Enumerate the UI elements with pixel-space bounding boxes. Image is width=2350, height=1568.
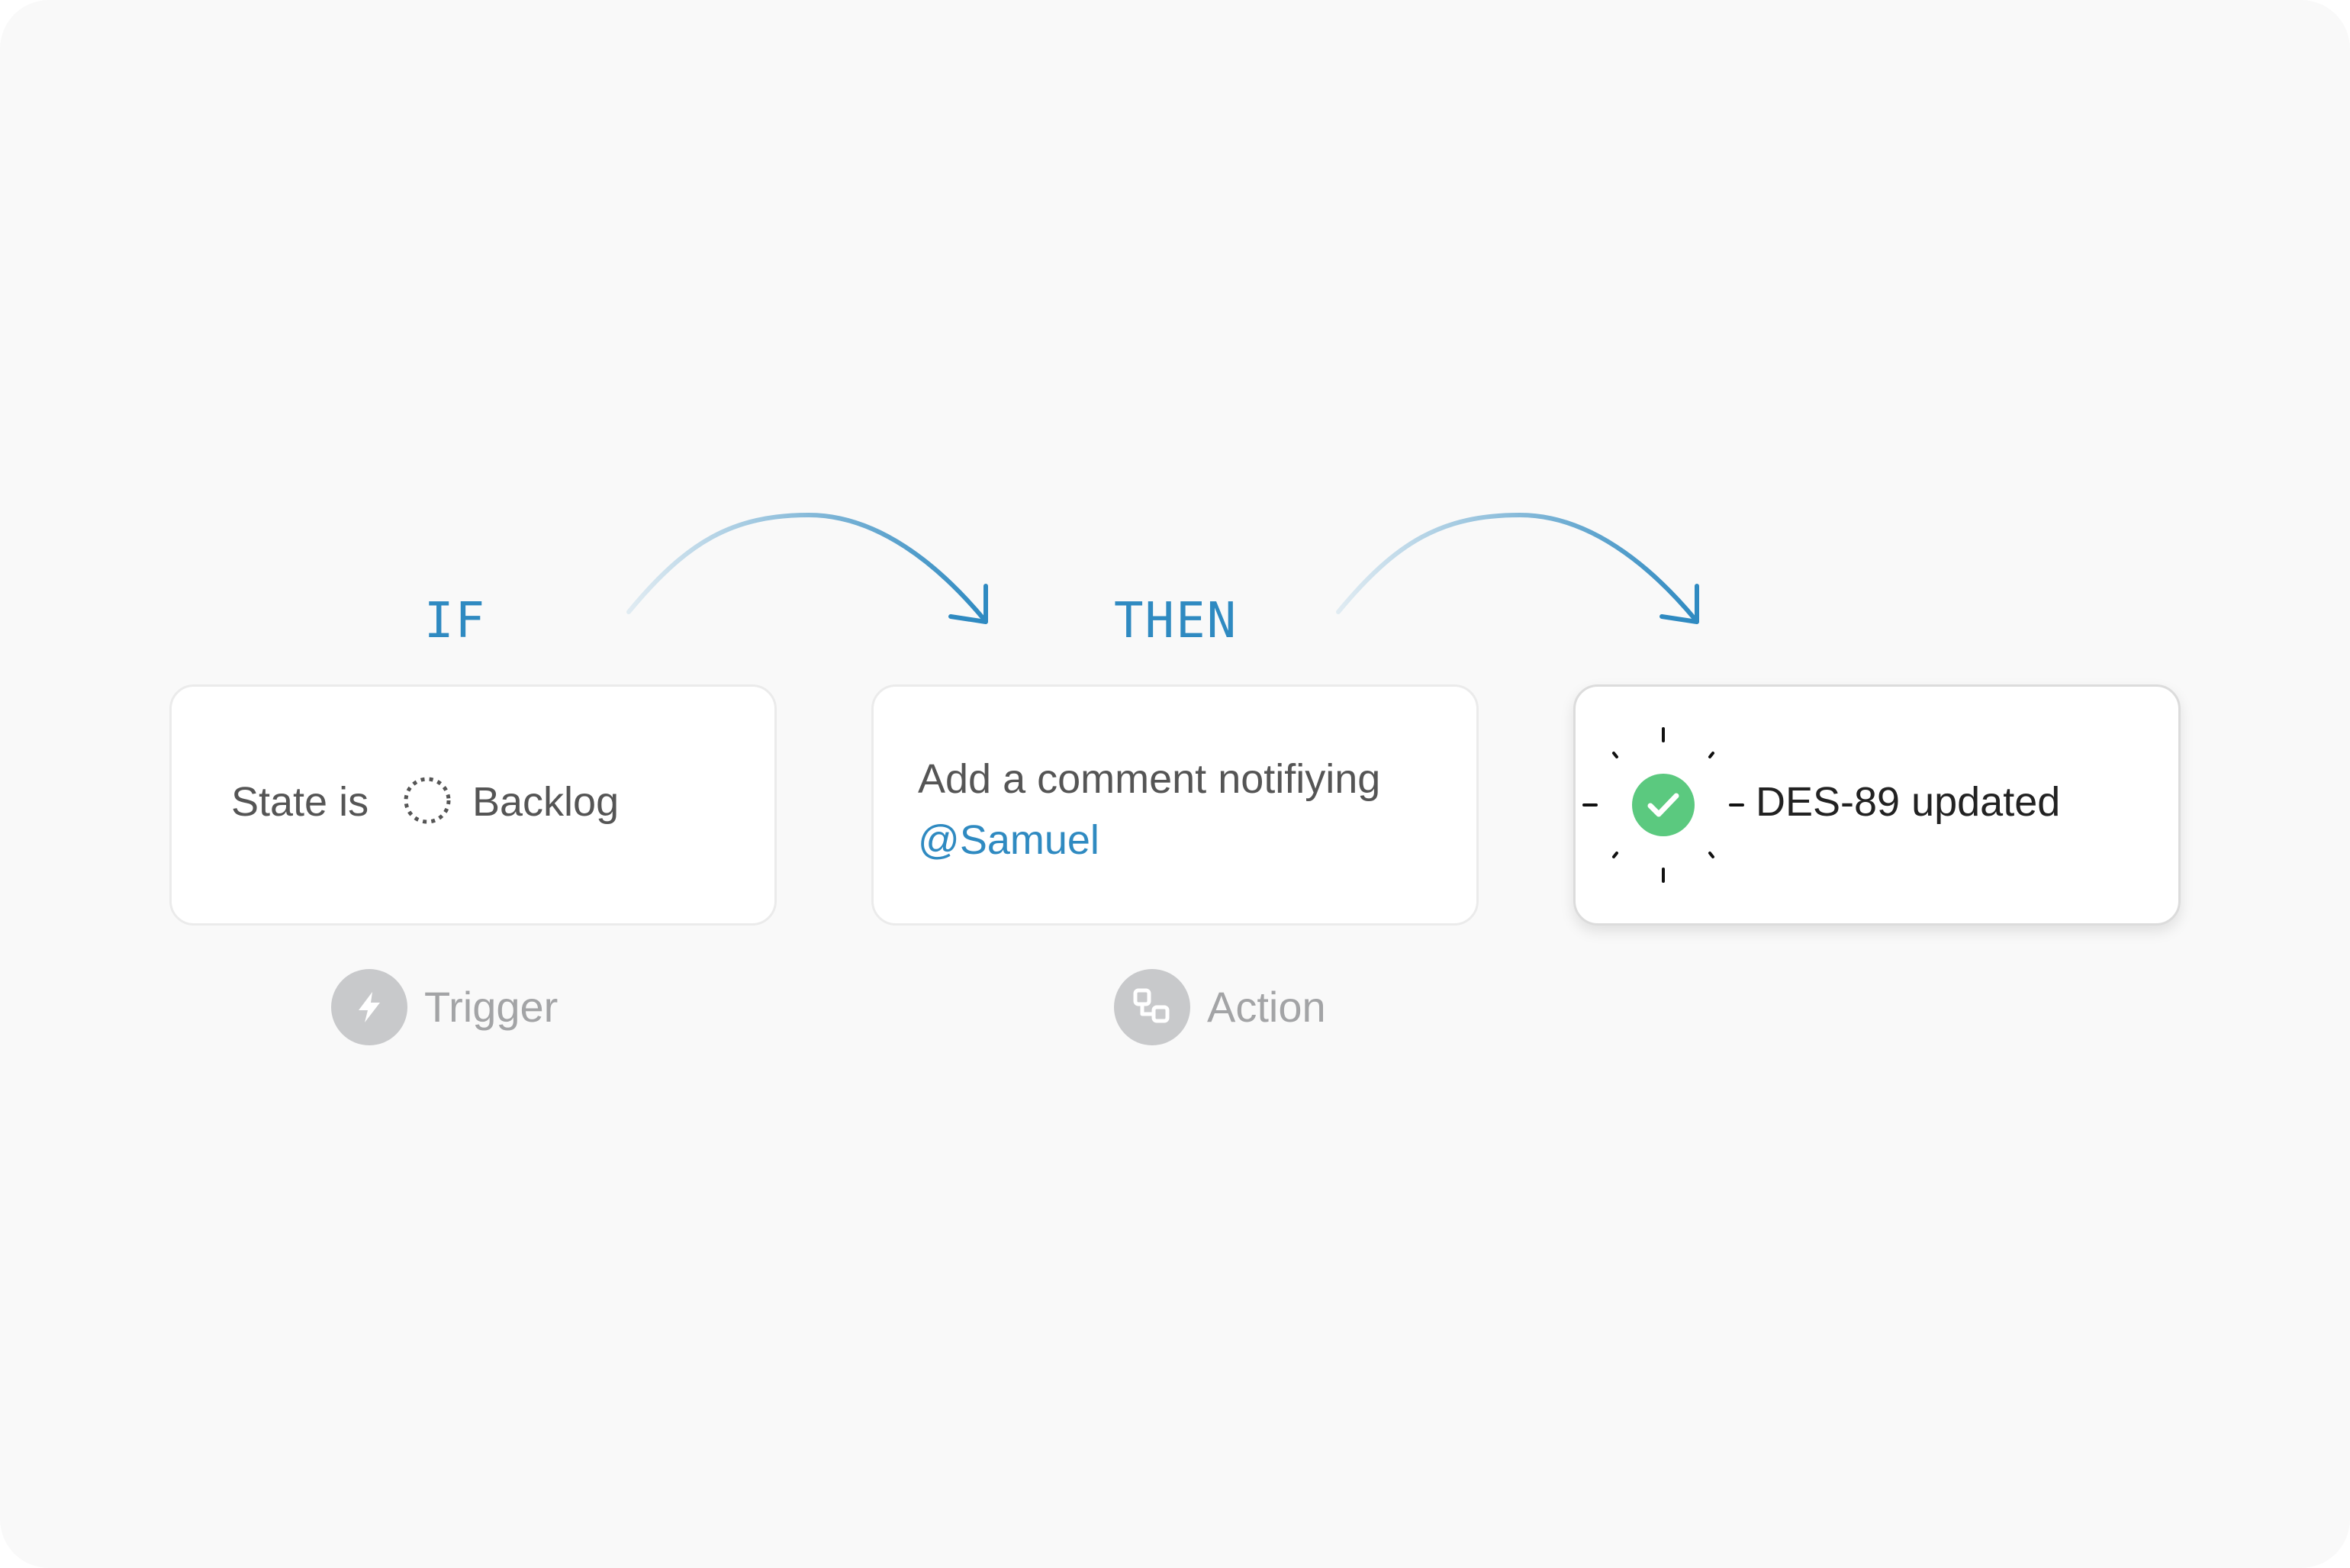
arrow-then-to-result [1336, 513, 1699, 624]
lightning-icon [331, 969, 407, 1045]
action-card[interactable]: Add a comment notifiying @Samuel [871, 684, 1479, 926]
trigger-card[interactable]: State is Backlog [169, 684, 777, 926]
trigger-chip: Trigger [331, 968, 558, 1047]
trigger-chip-label: Trigger [424, 983, 559, 1031]
trigger-condition-prefix: State is [231, 779, 369, 825]
check-circle-icon [1632, 774, 1695, 836]
if-label: IF [424, 593, 487, 649]
then-label: THEN [1114, 593, 1238, 649]
result-text: DES-89 updated [1756, 779, 2061, 825]
action-description: Add a comment notifiying [918, 756, 1381, 802]
action-blocks-icon [1114, 969, 1190, 1045]
trigger-state-value: Backlog [472, 779, 620, 825]
arrow-if-to-then [626, 513, 988, 624]
result-card[interactable]: DES-89 updated [1573, 684, 2181, 926]
sparkle-rays-icon [1582, 727, 1744, 883]
action-chip: Action [1114, 968, 1326, 1047]
backlog-dashed-circle-icon [404, 777, 451, 824]
action-mention[interactable]: @Samuel [918, 817, 1099, 863]
action-chip-label: Action [1207, 983, 1326, 1031]
